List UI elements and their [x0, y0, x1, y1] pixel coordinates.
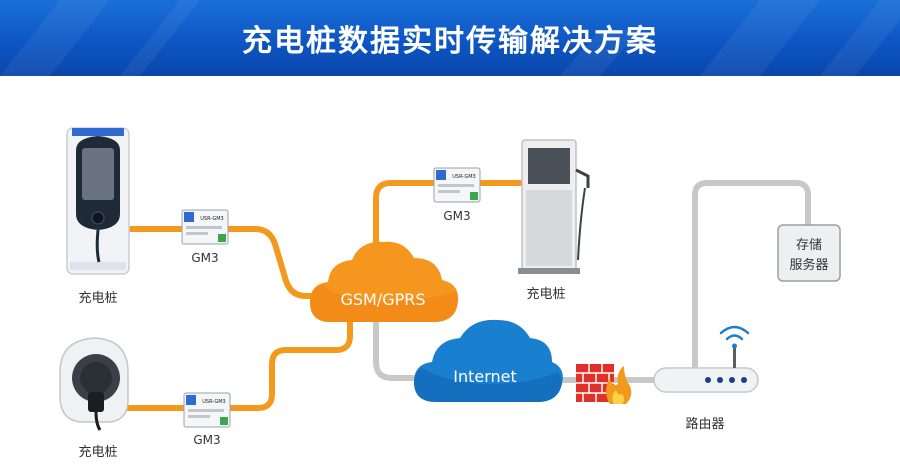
link-charger-bl — [119, 319, 353, 411]
page-title: 充电桩数据实时传输解决方案 — [242, 24, 658, 59]
module-bottom-left-chip: USR-GM3 — [202, 399, 225, 405]
network-diagram: 充电桩 充电桩 充电桩 USR-GM3 GM3 USR-GM3 GM3 — [59, 127, 841, 460]
server-label-line1: 存储 — [796, 238, 822, 253]
link-charger-right — [373, 180, 528, 265]
link-gsm-internet — [373, 317, 433, 381]
link-router-server — [692, 180, 811, 371]
firewall-icon — [576, 364, 632, 404]
charger-right-label: 充电桩 — [526, 286, 565, 302]
wallbox-charger-icon — [59, 337, 129, 431]
server-label-line2: 服务器 — [789, 257, 828, 273]
charger-top-left-label: 充电桩 — [78, 290, 117, 306]
module-bottom-left-label: GM3 — [193, 433, 220, 447]
router-icon — [653, 343, 759, 393]
link-charger-tl — [127, 226, 333, 299]
wifi-icon — [719, 325, 750, 341]
charger-bottom-left-label: 充电桩 — [78, 444, 117, 460]
gm3-module-icon: USR-GM3 — [433, 167, 481, 203]
gsm-cloud-label: GSM/GPRS — [340, 290, 425, 309]
cloud-icon — [310, 241, 459, 322]
ev-charger-icon — [66, 127, 130, 275]
cloud-icon — [414, 319, 563, 402]
router-label: 路由器 — [685, 416, 724, 432]
gm3-module-icon: USR-GM3 — [181, 209, 229, 245]
module-top-left-chip: USR-GM3 — [200, 216, 223, 222]
pedestal-charger-icon — [518, 139, 590, 274]
header-banner: 充电桩数据实时传输解决方案 — [0, 0, 900, 76]
module-right-label: GM3 — [443, 209, 470, 223]
module-top-left-label: GM3 — [191, 251, 218, 265]
gm3-module-icon: USR-GM3 — [183, 392, 231, 428]
server-icon — [777, 224, 841, 282]
module-right-chip: USR-GM3 — [452, 174, 475, 180]
banner-pattern — [0, 0, 900, 76]
internet-cloud-label: Internet — [453, 367, 517, 386]
